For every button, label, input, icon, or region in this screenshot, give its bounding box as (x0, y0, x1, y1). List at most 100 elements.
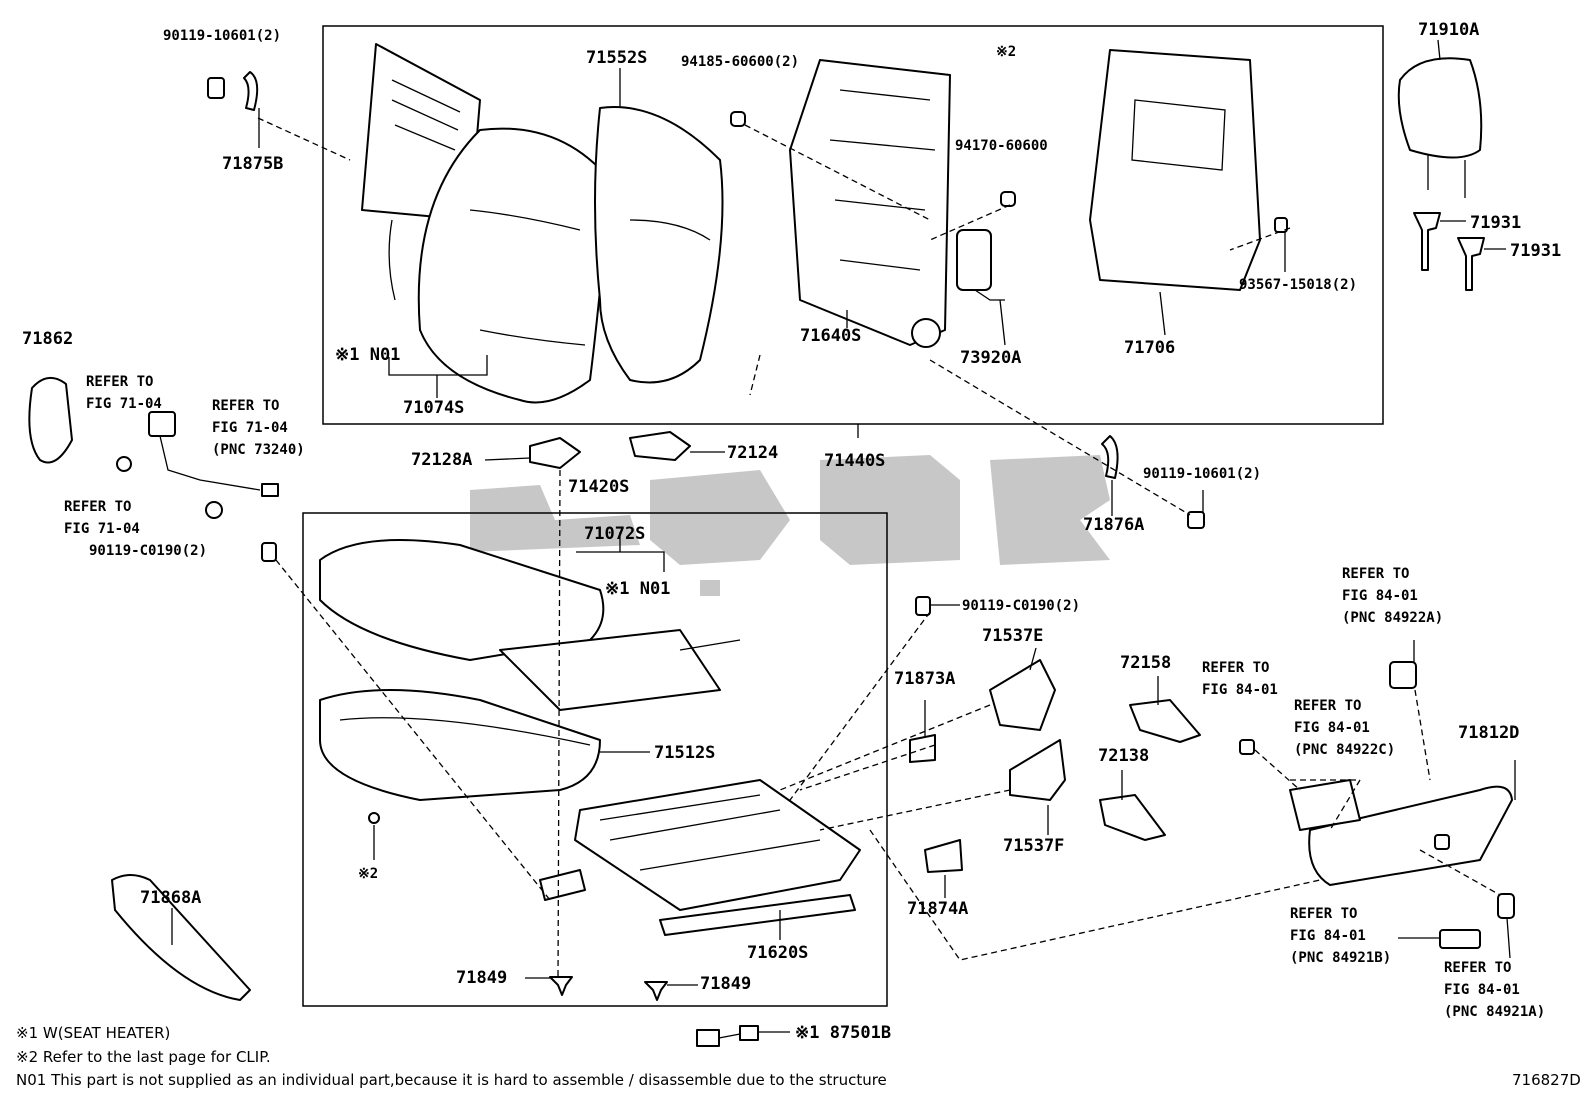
label-refer-8401-e1: REFER TO (1444, 960, 1511, 976)
bolt-90119-C0190-left (261, 542, 277, 562)
label-N01-top: ※1 N01 (335, 345, 400, 365)
seatback-board-71706 (1089, 49, 1261, 291)
label-72124: 72124 (727, 443, 778, 463)
label-note2-mid: ※2 (358, 866, 378, 882)
label-refer-8401-c2: FIG 84-01 (1294, 720, 1370, 736)
front-cover-71868A (111, 874, 251, 1001)
part-labels: 90119-10601(2) 71875B 71552S 94185-60600… (22, 20, 1561, 1043)
watermark-logo (470, 455, 1110, 596)
dashed-connection-lines (257, 117, 1501, 981)
label-71812D: 71812D (1458, 723, 1519, 743)
seatback-pad-71552S (594, 106, 724, 384)
cover-72128A (529, 437, 581, 469)
footnotes: ※1 W(SEAT HEATER) ※2 Refer to the last p… (16, 1024, 1581, 1089)
label-94185-60600: 94185-60600(2) (681, 54, 799, 70)
lever-72138 (1099, 794, 1166, 841)
label-refer-7104-a2: FIG 71-04 (86, 396, 162, 412)
clip-71849-a (549, 976, 573, 996)
cushion-heater-mat (499, 629, 741, 711)
cushion-pad-71512S (319, 689, 601, 824)
bolt-90119-C0190-mid (915, 596, 931, 616)
side-airbag-73920A (956, 229, 1005, 301)
seat-frame-71620S (539, 779, 861, 936)
label-71849-a: 71849 (456, 968, 507, 988)
label-71876A: 71876A (1083, 515, 1144, 535)
label-refer-8401-e3: (PNC 84921A) (1444, 1004, 1545, 1020)
label-refer-8401-b1: REFER TO (1202, 660, 1269, 676)
label-refer-8401-c1: REFER TO (1294, 698, 1361, 714)
label-refer-8401-e2: FIG 84-01 (1444, 982, 1520, 998)
clip-71849-b (644, 981, 668, 1001)
cover-72124 (629, 431, 691, 461)
label-note2-top: ※2 (996, 44, 1016, 60)
label-71512S: 71512S (654, 743, 715, 763)
switch-84922A (1389, 661, 1417, 689)
nut-94170-60600 (1000, 191, 1016, 207)
label-71537F: 71537F (1003, 836, 1064, 856)
headrest-71910A (1397, 57, 1483, 198)
label-73920A: 73920A (960, 348, 1021, 368)
label-90119-10601-top: 90119-10601(2) (163, 28, 281, 44)
label-72128A: 72128A (411, 450, 472, 470)
bracket-71874A (924, 839, 963, 873)
label-refer-8401-d2: FIG 84-01 (1290, 928, 1366, 944)
cover-71862 (28, 377, 73, 464)
label-71931-a: 71931 (1470, 213, 1521, 233)
label-71874A: 71874A (907, 899, 968, 919)
label-71072S: 71072S (584, 524, 645, 544)
label-refer-7104-a1: REFER TO (86, 374, 153, 390)
cushion-assembly-frame (302, 512, 888, 1007)
headrest-guide-71931 (1413, 212, 1485, 291)
knob-84921B (1439, 929, 1481, 949)
label-71640S: 71640S (800, 326, 861, 346)
footnote-clip: ※2 Refer to the last page for CLIP. (16, 1048, 271, 1066)
label-71552S: 71552S (586, 48, 647, 68)
label-refer-7104-b1: REFER TO (212, 398, 279, 414)
label-71440S: 71440S (824, 451, 885, 471)
label-71931-b: 71931 (1510, 241, 1561, 261)
nut-94185-60600 (730, 111, 746, 127)
label-90119-C0190-left: 90119-C0190(2) (89, 543, 207, 559)
switch-84922C (1289, 779, 1361, 831)
figure-id: 716827D (1512, 1071, 1581, 1089)
label-72138: 72138 (1098, 746, 1149, 766)
label-90119-C0190-mid: 90119-C0190(2) (962, 598, 1080, 614)
screw-refer-8401 (1239, 739, 1255, 755)
label-71537E: 71537E (982, 626, 1043, 646)
side-shield-71812D (1308, 785, 1513, 886)
connector-87501B (696, 1025, 759, 1047)
label-94170-60600: 94170-60600 (955, 138, 1048, 154)
label-71074S: 71074S (403, 398, 464, 418)
label-refer-7104-c1: REFER TO (64, 499, 131, 515)
label-refer-8401-c3: (PNC 84922C) (1294, 742, 1395, 758)
label-71620S: 71620S (747, 943, 808, 963)
label-72158: 72158 (1120, 653, 1171, 673)
label-refer-8401-a3: (PNC 84922A) (1342, 610, 1443, 626)
label-refer-8401-a1: REFER TO (1342, 566, 1409, 582)
label-refer-8401-d1: REFER TO (1290, 906, 1357, 922)
label-refer-7104-b3: (PNC 73240) (212, 442, 305, 458)
bolt-90119-10601-top (207, 71, 259, 111)
label-71706: 71706 (1124, 338, 1175, 358)
label-refer-7104-c2: FIG 71-04 (64, 521, 140, 537)
screw-93567-15018 (1274, 217, 1288, 233)
footnote-seat-heater: ※1 W(SEAT HEATER) (16, 1024, 170, 1042)
label-93567-15018: 93567-15018(2) (1239, 277, 1357, 293)
label-refer-8401-d3: (PNC 84921B) (1290, 950, 1391, 966)
seatback-frame-71640S (789, 59, 951, 348)
inner-cover-71537E (989, 659, 1056, 731)
seatbelt-buckle (116, 411, 279, 519)
label-87501B: ※1 87501B (795, 1023, 891, 1043)
label-71420S: 71420S (568, 477, 629, 497)
trim-71876A (1101, 435, 1205, 529)
backrest-assembly-frame (322, 25, 1384, 425)
label-90119-10601-mid: 90119-10601(2) (1143, 466, 1261, 482)
label-refer-8401-b2: FIG 84-01 (1202, 682, 1278, 698)
label-71875B: 71875B (222, 154, 283, 174)
knob-84921A (1497, 893, 1515, 919)
label-refer-7104-b2: FIG 71-04 (212, 420, 288, 436)
lever-72158 (1129, 699, 1201, 743)
label-refer-8401-a2: FIG 84-01 (1342, 588, 1418, 604)
footnote-n01: N01 This part is not supplied as an indi… (16, 1071, 887, 1089)
